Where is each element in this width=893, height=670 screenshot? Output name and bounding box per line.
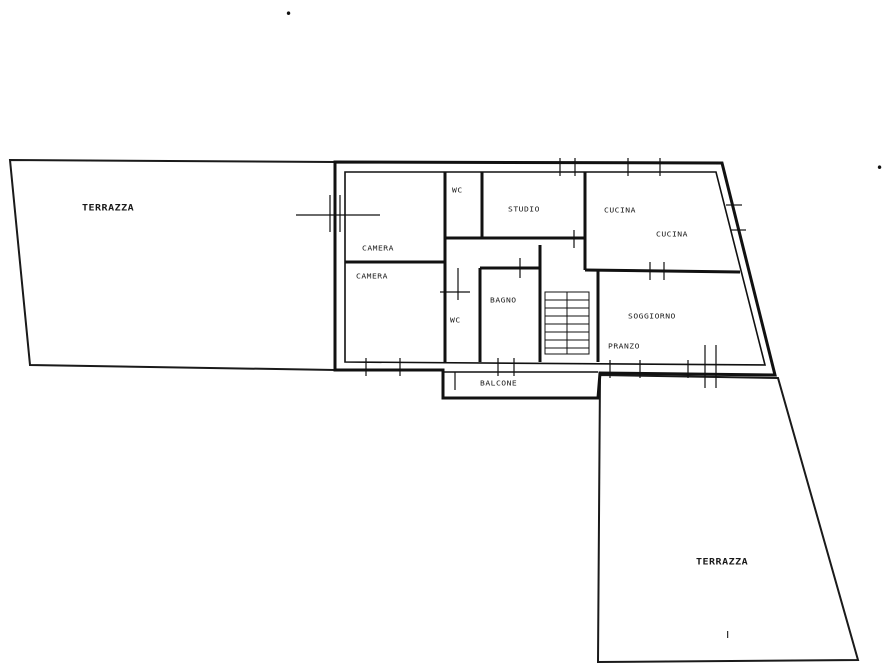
room-label-kitchen-b: CUCINA xyxy=(656,230,688,239)
terrace-mark: ı xyxy=(726,627,730,641)
room-label-wc-hall: WC xyxy=(450,316,461,325)
apartment-outer-wall xyxy=(333,160,777,400)
room-label-kitchen-a: CUCINA xyxy=(604,206,636,215)
room-label-wc-small: WC xyxy=(452,186,463,195)
terrace-south-outline xyxy=(596,373,860,664)
room-label-bathroom: BAGNO xyxy=(490,296,517,305)
right-dot-mark: • xyxy=(876,161,884,175)
apartment-inner-wall xyxy=(344,171,767,366)
terrace-west-outline xyxy=(8,158,336,372)
openings xyxy=(296,158,746,390)
room-label-living: SOGGIORNO xyxy=(628,312,676,321)
room-label-bedroom-lower: CAMERA xyxy=(356,272,388,281)
room-label-terrace-south: TERRAZZA xyxy=(696,557,749,568)
room-label-terrace-west: TERRAZZA xyxy=(82,203,135,214)
wall-kitchen-bottom xyxy=(584,268,741,274)
room-label-study: STUDIO xyxy=(508,205,540,214)
room-label-balcony: BALCONE xyxy=(480,379,518,388)
staircase xyxy=(544,291,590,355)
room-label-bedroom-upper: CAMERA xyxy=(362,244,394,253)
top-dot-mark: • xyxy=(285,7,293,21)
room-label-living-sub: PRANZO xyxy=(608,342,640,351)
